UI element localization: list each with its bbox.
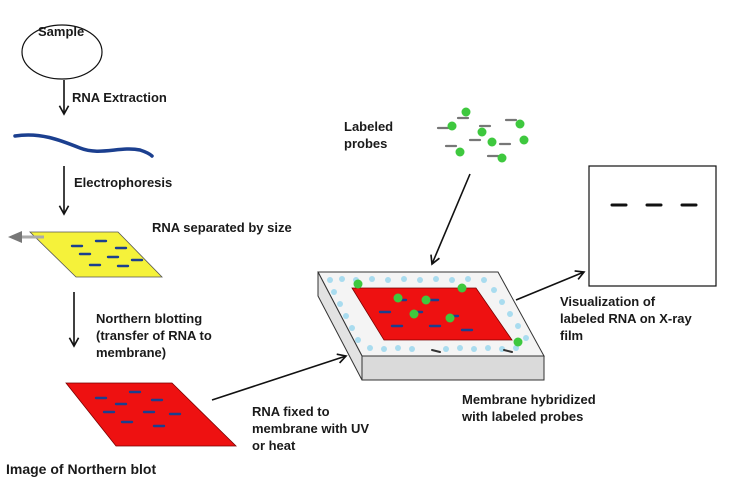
sample-oval [21,24,103,80]
membrane [65,382,237,447]
sample-label: Sample [38,24,84,39]
northern-blotting-line-2: (transfer of RNA to [96,328,212,343]
visualization-line-2: labeled RNA on X-ray [560,311,692,326]
rna-fixed-line-3: or heat [252,438,296,453]
arrow-to-film [515,270,586,301]
visualization-line-1: Visualization of [560,294,656,309]
membrane-bands [94,390,182,428]
arrow-probes-to-tray [430,173,471,266]
gel-side-tab [8,231,22,243]
gel-bands [70,239,144,268]
figure-caption: Image of Northern blot [6,461,156,477]
rna-separated-label: RNA separated by size [152,220,292,235]
visualization-line-3: film [560,328,583,343]
labeled-probes-line-1: Labeled [344,119,393,134]
membrane-hybridized-line-1: Membrane hybridized [462,392,596,407]
northern-blotting-line-3: membrane) [96,345,166,360]
rna-fixed-line-2: membrane with UV [252,421,369,436]
gel [29,231,163,278]
tray-probes [353,279,523,347]
northern-blotting-line-1: Northern blotting [96,311,202,326]
tray-dark-marks [431,349,513,353]
buffer-bubbles [327,276,529,352]
probe-cluster [436,107,529,163]
labeled-probes-line-2: probes [344,136,387,151]
membrane-hybridized-line-2: with labeled probes [461,409,583,424]
arrow-to-hybridization [211,353,348,401]
electrophoresis-label: Electrophoresis [74,175,172,190]
rna-strand [13,133,154,158]
rna-extraction-label: RNA Extraction [72,90,167,105]
rna-fixed-line-1: RNA fixed to [252,404,330,419]
xray-film [588,165,717,287]
